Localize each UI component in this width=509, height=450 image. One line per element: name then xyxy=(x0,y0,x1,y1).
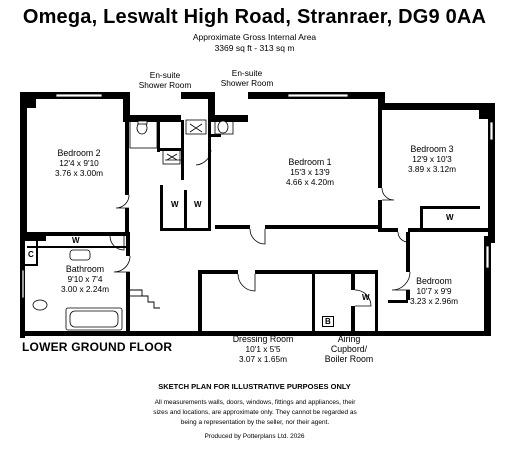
producer-credit: Produced by Potterplans Ltd. 2026 xyxy=(204,433,305,440)
area-value: 3369 sq ft - 313 sq m xyxy=(214,43,295,53)
wardrobe-marker: W xyxy=(362,293,370,302)
floor-name: LOWER GROUND FLOOR xyxy=(22,340,173,354)
toilet-icon-2 xyxy=(217,120,229,134)
plan-title: Omega, Leswalt High Road, Stranraer, DG9… xyxy=(22,6,487,28)
cupboard-marker: C xyxy=(28,250,34,259)
disclaimer: All measurements walls, doors, windows, … xyxy=(153,399,357,426)
bedroom1-label: Bedroom 1 15'3 x 13'9 4.66 x 4.20m xyxy=(286,157,334,187)
boiler-marker: B xyxy=(322,316,334,327)
wardrobe-marker: W xyxy=(446,213,454,222)
toilet-icon-3 xyxy=(32,299,48,311)
plan-fixtures xyxy=(32,119,234,331)
shower-tray xyxy=(185,119,207,135)
airing-label: Airing Cupbord/ Boiler Room xyxy=(324,334,374,364)
shower-tray-2 xyxy=(162,149,181,165)
bedroom-label: Bedroom 10'7 x 9'9 3.23 x 2.96m xyxy=(410,276,458,306)
bedroom3-label: Bedroom 3 12'9 x 10'3 3.89 x 3.12m xyxy=(408,144,456,174)
plan-doors xyxy=(109,149,411,307)
dressing-label: Dressing Room 10'1 x 5'5 3.07 x 1.65m xyxy=(232,334,294,364)
wardrobe-marker: W xyxy=(171,200,179,209)
bathroom-label: Bathroom 9'10 x 7'4 3.00 x 2.24m xyxy=(61,264,109,294)
basin-icon xyxy=(69,249,91,261)
area-label: Approximate Gross Internal Area xyxy=(192,32,317,42)
wardrobe-marker: W xyxy=(194,200,202,209)
stairs-icon xyxy=(130,289,160,309)
sketch-notice: SKETCH PLAN FOR ILLUSTRATIVE PURPOSES ON… xyxy=(158,382,351,391)
plan-windows xyxy=(21,93,494,299)
wardrobe-marker: W xyxy=(72,236,80,245)
bedroom2-label: Bedroom 2 12'4 x 9'10 3.76 x 3.00m xyxy=(55,148,103,178)
